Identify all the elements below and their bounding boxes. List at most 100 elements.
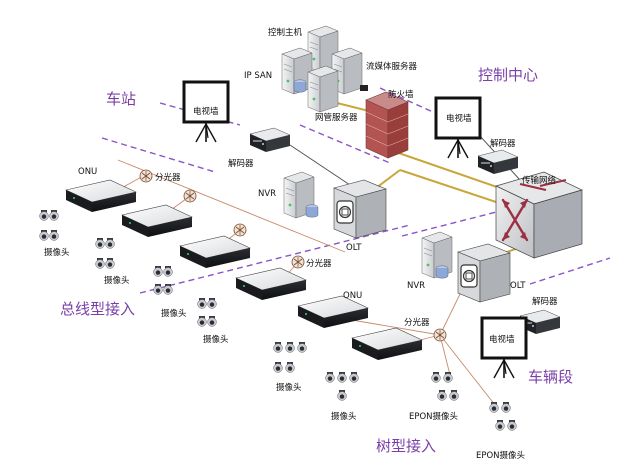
vehicle-olt-label: OLT (510, 281, 526, 291)
station-camera-group-3 (153, 265, 173, 295)
camera-icon (207, 297, 217, 309)
vehicle-splitter-label: 分光器 (404, 317, 430, 328)
transport-network-label: 传输网络 (522, 175, 557, 186)
camera-icon (285, 361, 295, 373)
camera-icon (95, 257, 105, 269)
camera-icon (207, 315, 217, 327)
station-onu-icon-1 (65, 179, 137, 213)
station-onu-label: ONU (78, 167, 97, 177)
camera-icon (325, 371, 335, 383)
station-splitter-label-1: 分光器 (155, 172, 181, 183)
station-boundary-upper (101, 137, 216, 173)
tree-camera-group-1 (273, 341, 307, 373)
vehicle-nvr-storage-icon (435, 265, 449, 279)
vehicle-tv-wall-label: 电视墙 (489, 334, 515, 345)
storage-icon (293, 79, 307, 93)
camera-icon (489, 401, 499, 413)
camera-icon (449, 389, 459, 401)
nms-server-label: 网管服务器 (315, 112, 358, 123)
streaming-server-label: 流媒体服务器 (366, 61, 418, 72)
tree-camera-label-1: 摄像头 (276, 382, 302, 393)
station-camera-label-2: 摄像头 (104, 275, 130, 286)
camera-icon (349, 371, 359, 383)
bus-tree-boundary (139, 224, 411, 294)
region-title-station: 车站 (106, 90, 136, 108)
camera-icon (105, 237, 115, 249)
station-nvr-storage-icon (305, 204, 319, 218)
tree-epon-camera-group-1 (431, 371, 459, 401)
camera-icon (163, 265, 173, 277)
link-decoder-olt (289, 144, 351, 186)
camera-icon (197, 315, 207, 327)
control-decoder-label: 解码器 (490, 138, 516, 149)
camera-icon (337, 389, 347, 401)
tree-onu-label: ONU (343, 291, 362, 301)
camera-icon (49, 229, 59, 241)
bus-fiber-main (117, 159, 346, 253)
tree-onu-icon-2 (351, 327, 423, 361)
tree-camera-label-2: 摄像头 (331, 411, 357, 422)
host-label: 控制主机 (268, 27, 303, 38)
camera-icon (285, 341, 295, 353)
camera-icon (273, 341, 283, 353)
station-onu-icon-2 (121, 204, 193, 238)
tree-fiber-epon1 (439, 334, 451, 376)
camera-icon (273, 361, 283, 373)
station-camera-group-2 (95, 237, 115, 269)
station-splitter-label-2: 分光器 (306, 258, 332, 269)
tree-camera-group-2 (325, 371, 359, 401)
vehicle-tv-wall-icon (480, 316, 528, 380)
station-camera-label-1: 摄像头 (44, 247, 70, 258)
region-title-tree-access: 树型接入 (376, 437, 436, 455)
station-camera-group-1 (39, 209, 59, 241)
station-olt-label: OLT (346, 243, 362, 253)
vehicle-boundary-right (529, 257, 611, 285)
region-title-control-center: 控制中心 (478, 66, 538, 84)
camera-icon (431, 371, 441, 383)
vehicle-olt-icon (457, 243, 511, 303)
station-camera-label-4: 摄像头 (203, 334, 229, 345)
camera-icon (153, 265, 163, 277)
camera-icon (95, 237, 105, 249)
station-decoder-icon (249, 127, 291, 153)
tree-fiber-epon2 (439, 334, 496, 406)
camera-icon (197, 297, 207, 309)
vehicle-splitter-icon (433, 328, 447, 342)
nms-monitor-icon (360, 85, 368, 91)
camera-icon (153, 283, 163, 295)
control-decoder-icon (477, 149, 519, 175)
camera-icon (297, 341, 307, 353)
vehicle-decoder-label: 解码器 (532, 296, 558, 307)
control-center-servers: 控制主机 IP SAN 流媒体服务器 网管服务器 (244, 25, 418, 123)
station-camera-label-3: 摄像头 (161, 308, 187, 319)
station-onu-icon-4 (235, 267, 307, 301)
camera-icon (495, 419, 505, 431)
station-nvr-label: NVR (258, 189, 276, 199)
camera-icon (443, 371, 453, 383)
station-camera-group-4 (197, 297, 217, 327)
camera-icon (437, 389, 447, 401)
camera-icon (39, 209, 49, 221)
tree-epon-camera-group-2 (489, 401, 517, 431)
transport-network-router-icon (495, 171, 583, 259)
tree-epon-camera-label-2: EPON摄像头 (476, 450, 526, 461)
station-splitter-icon-3 (233, 223, 247, 237)
firewall-icon (365, 91, 409, 159)
camera-icon (337, 371, 347, 383)
tree-epon-camera-label-1: EPON摄像头 (409, 411, 459, 422)
tree-fiber-main (439, 289, 463, 336)
station-onu-icon-3 (179, 235, 251, 269)
control-center-boundary-lower (299, 124, 391, 164)
camera-icon (39, 229, 49, 241)
station-tv-wall-label: 电视墙 (193, 106, 219, 117)
station-splitter-icon-4 (291, 255, 305, 269)
camera-icon (49, 209, 59, 221)
camera-icon (507, 419, 517, 431)
vehicle-nvr-label: NVR (407, 281, 425, 291)
nms-server-icon (307, 65, 339, 113)
camera-icon (105, 257, 115, 269)
tree-fiber-onu1 (339, 317, 441, 336)
camera-icon (501, 401, 511, 413)
station-olt-icon (333, 179, 387, 239)
